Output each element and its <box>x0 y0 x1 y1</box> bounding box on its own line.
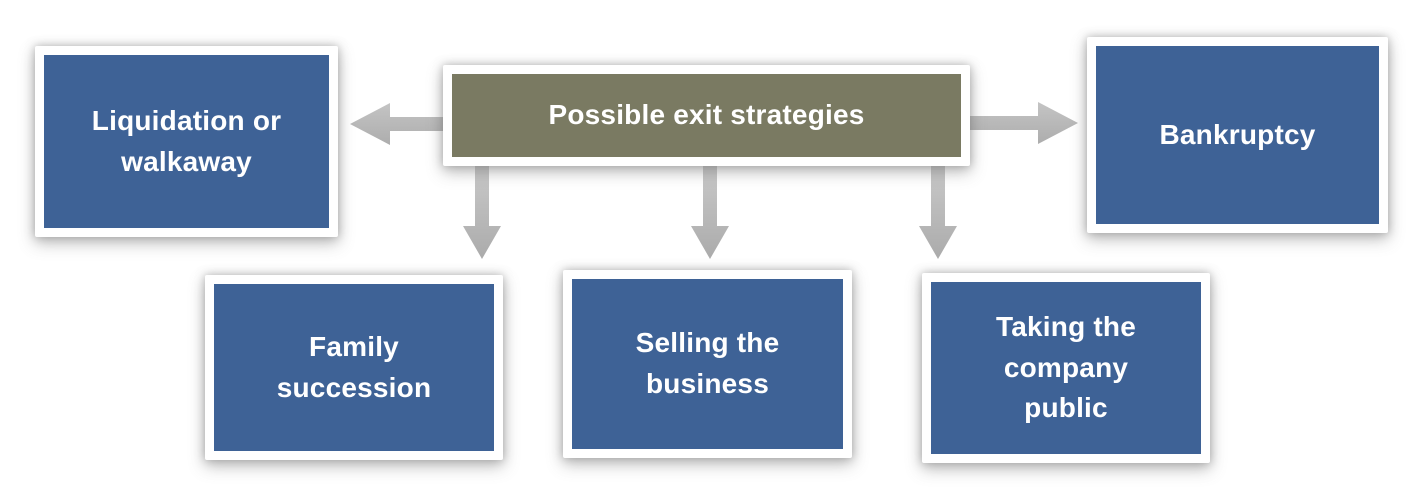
node-selling-the-business-body: Selling the business <box>572 279 843 449</box>
arrow-down-selling-icon <box>691 166 729 259</box>
arrow-down-public-icon <box>919 166 957 259</box>
node-liquidation-or-walkaway: Liquidation or walkaway <box>35 46 338 237</box>
node-label-possible-exit-strategies: Possible exit strategies <box>548 99 865 131</box>
node-family-succession-body: Family succession <box>214 284 494 451</box>
arrow-left-icon <box>350 103 452 145</box>
node-label-taking-the-company-public: Taking the company public <box>996 311 1136 424</box>
node-bankruptcy: Bankruptcy <box>1087 37 1388 233</box>
node-possible-exit-strategies: Possible exit strategies <box>443 65 970 166</box>
node-liquidation-or-walkaway-body: Liquidation or walkaway <box>44 55 329 228</box>
node-family-succession: Family succession <box>205 275 503 460</box>
node-label-family-succession: Family succession <box>276 330 432 403</box>
node-possible-exit-strategies-body: Possible exit strategies <box>452 74 961 157</box>
arrow-down-family-icon <box>463 166 501 259</box>
node-label-bankruptcy: Bankruptcy <box>1159 118 1316 150</box>
node-taking-the-company-public-body: Taking the company public <box>931 282 1201 454</box>
node-selling-the-business: Selling the business <box>563 270 852 458</box>
node-label-selling-the-business: Selling the business <box>635 327 780 399</box>
node-bankruptcy-body: Bankruptcy <box>1096 46 1379 224</box>
node-label-liquidation-or-walkaway: Liquidation or walkaway <box>91 104 282 177</box>
node-taking-the-company-public: Taking the company public <box>922 273 1210 463</box>
arrow-right-icon <box>962 102 1078 144</box>
